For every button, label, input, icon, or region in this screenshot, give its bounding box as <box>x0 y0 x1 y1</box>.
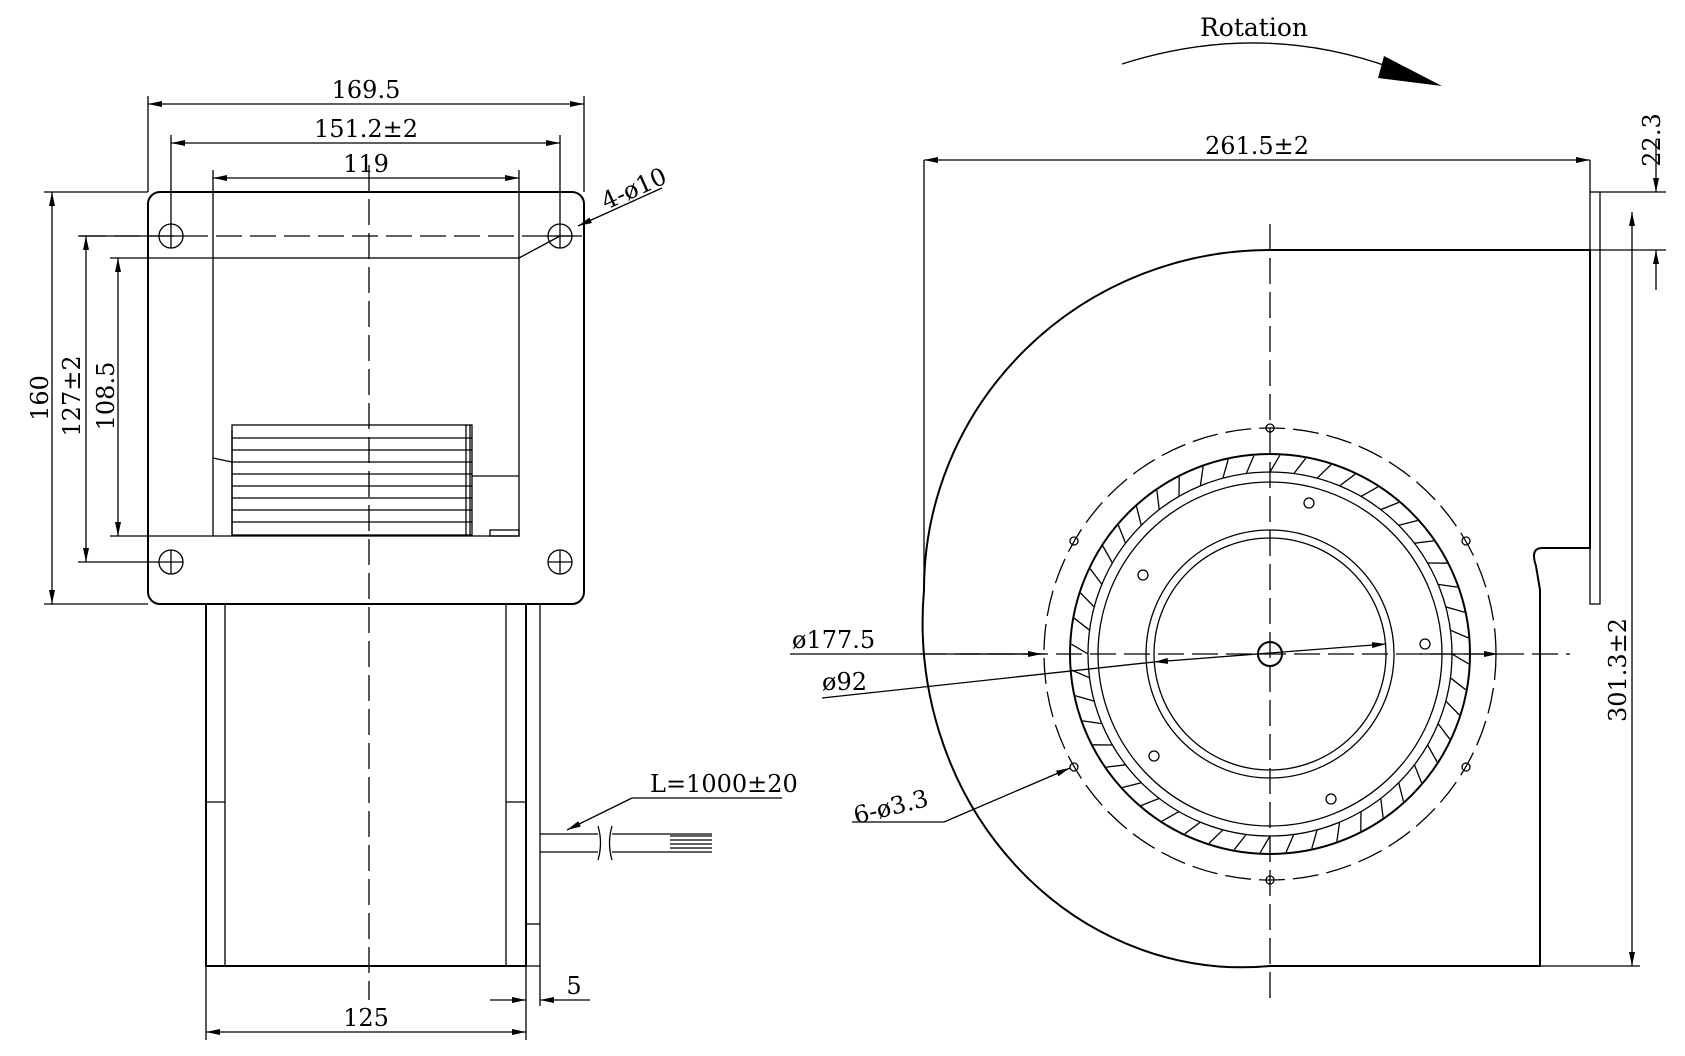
fan-blade <box>1427 744 1438 763</box>
fan-blade <box>1380 798 1384 818</box>
dim-line-92 <box>1153 642 1387 664</box>
rotation-arrow <box>1121 42 1393 69</box>
dim-177-5: ø177.5 <box>792 626 875 654</box>
fan-blade <box>1437 723 1451 740</box>
fan-blade <box>1285 834 1295 853</box>
dim-119: 119 <box>343 150 389 178</box>
fan-blades <box>1070 454 1470 854</box>
motor-body <box>205 603 541 967</box>
outlet-flange <box>1589 191 1601 605</box>
fan-blade <box>1208 829 1224 844</box>
fan-blade <box>1075 695 1095 702</box>
front-view: 169.5 151.2±2 119 4-ø10 160 127±2 108.5 … <box>26 76 798 1040</box>
dim-125: 125 <box>343 1004 389 1032</box>
fan-blade <box>1070 643 1089 655</box>
leader-cable <box>566 797 633 831</box>
dim-169-5: 169.5 <box>332 76 401 104</box>
dim-160: 160 <box>26 375 54 421</box>
cable <box>540 825 712 861</box>
fan-blade <box>1398 782 1405 802</box>
fan-blade <box>1073 617 1090 631</box>
dim-261-5: 261.5±2 <box>1205 132 1309 160</box>
rotation-label: Rotation <box>1200 13 1308 42</box>
fan-blade <box>1360 486 1379 497</box>
dim-127: 127±2 <box>58 355 86 436</box>
fan-blade <box>1222 459 1229 479</box>
dim-92: ø92 <box>822 668 867 696</box>
fan-blade <box>1071 669 1090 679</box>
fan-blade <box>1161 811 1180 822</box>
fan-blade <box>1380 501 1400 511</box>
label-4-holes: 4-ø10 <box>597 162 671 215</box>
fan-blade <box>1135 506 1142 526</box>
label-6-holes: 6-ø3.3 <box>851 784 932 830</box>
fan-blade <box>1311 829 1318 849</box>
fan-blade <box>1438 583 1458 588</box>
fan-blade <box>1336 822 1341 842</box>
fan-blade <box>1450 629 1469 639</box>
label-cable-length: L=1000±20 <box>650 770 798 798</box>
fan-blade <box>1398 519 1418 526</box>
scroll-housing <box>921 249 1591 969</box>
fan-blade <box>1445 700 1460 716</box>
blower-wheel <box>212 424 520 537</box>
fan-blade <box>1106 764 1126 768</box>
fan-blade <box>1117 524 1127 544</box>
fan-blade <box>1082 720 1102 725</box>
leader-mount-holes <box>943 767 1071 823</box>
fan-blade <box>1102 545 1113 564</box>
small-holes <box>1069 423 1471 885</box>
dim-108-5: 108.5 <box>92 362 120 431</box>
fan-blade <box>1259 835 1271 854</box>
fan-blade <box>1451 653 1470 665</box>
fan-blade <box>1080 592 1095 608</box>
fan-blade <box>1445 606 1465 613</box>
fan-blade <box>1316 464 1332 479</box>
outlet-opening <box>212 257 520 537</box>
dim-301-3: 301.3±2 <box>1604 618 1632 722</box>
leader-holes <box>577 187 663 227</box>
dim-151-2: 151.2±2 <box>314 115 418 143</box>
fan-blade <box>1245 455 1255 474</box>
fan-blade <box>1413 764 1423 784</box>
fan-blade <box>1450 677 1467 691</box>
fan-blade <box>1122 782 1142 789</box>
fan-blade <box>1233 834 1247 851</box>
fan-blade <box>1184 821 1201 835</box>
fan-blade <box>1140 797 1160 807</box>
fan-blade <box>1089 568 1103 585</box>
fan-blade <box>1156 490 1160 510</box>
fan-blade <box>1339 473 1356 487</box>
fan-blade <box>1414 540 1434 544</box>
fan-blade <box>1293 457 1307 474</box>
fan-blade <box>1199 466 1204 486</box>
dim-5: 5 <box>566 972 581 1000</box>
side-view: Rotation <box>790 13 1666 1000</box>
dim-22-3: 22.3 <box>1638 113 1666 166</box>
fan-blade <box>1269 454 1281 473</box>
flange-plate <box>147 191 585 605</box>
